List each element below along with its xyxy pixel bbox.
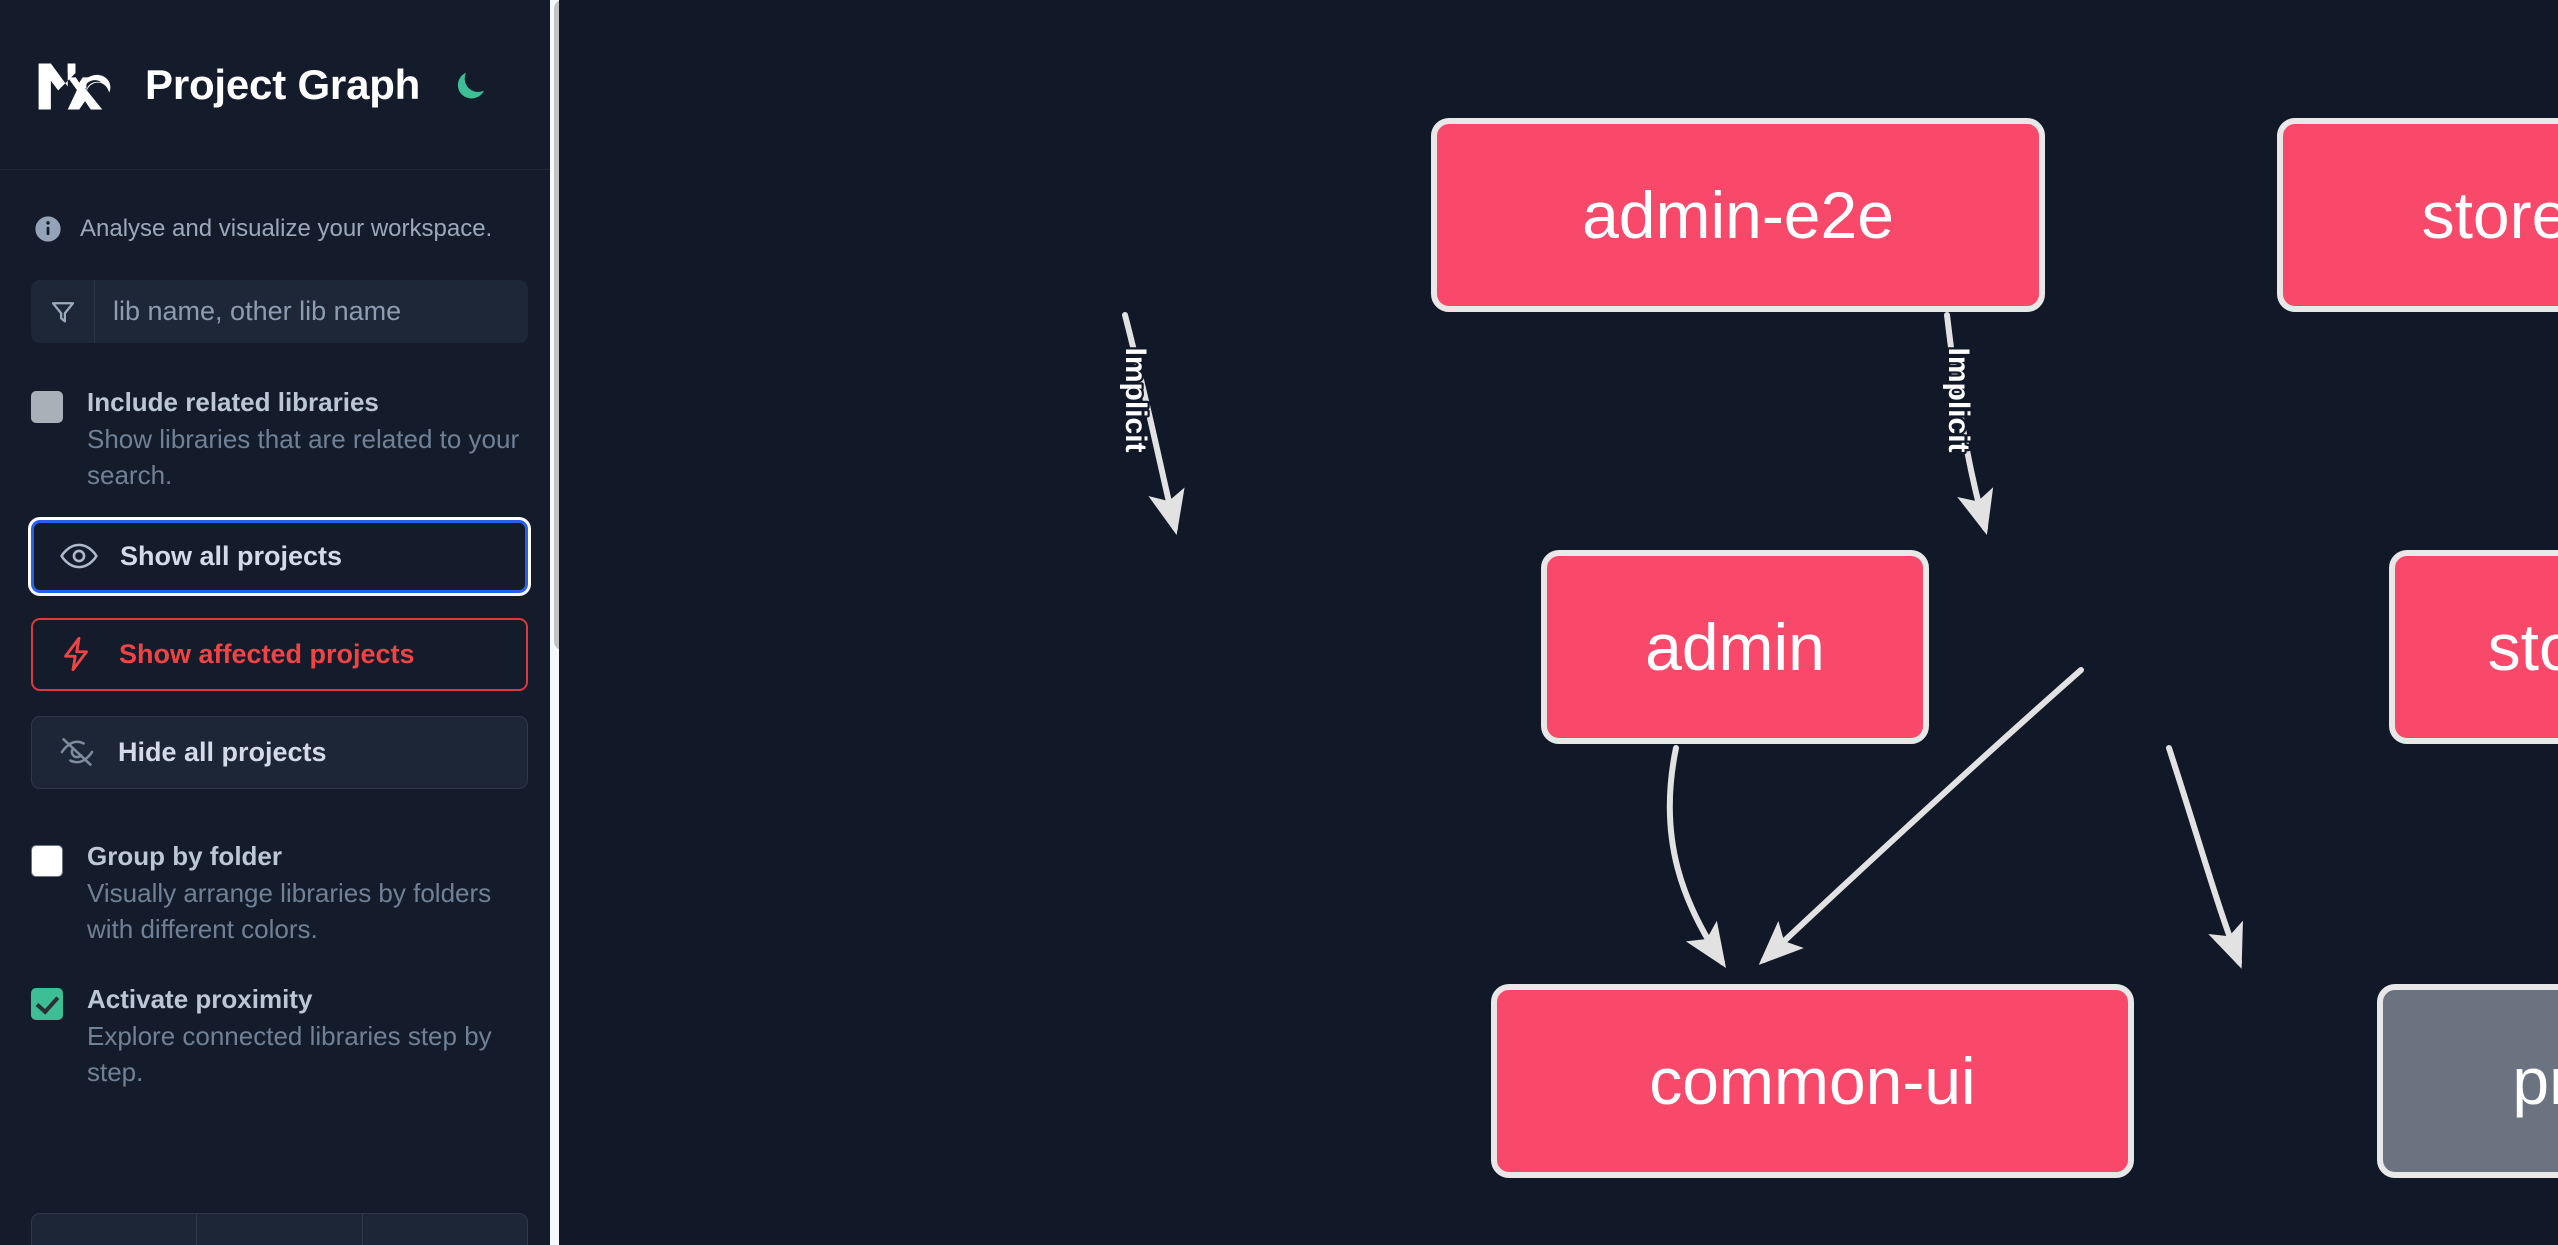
show-all-projects-label: Show all projects <box>120 540 343 571</box>
visibility-button-group: Show all projects Show affected projects <box>31 519 528 789</box>
activate-proximity-checkbox[interactable] <box>31 987 63 1020</box>
option-group-by-folder[interactable]: Group by folder Visually arrange librari… <box>31 831 528 948</box>
graph-node-label: admin <box>1645 610 1825 684</box>
show-all-projects-button[interactable]: Show all projects <box>31 519 528 593</box>
filter-funnel-icon <box>31 280 95 343</box>
edge-admin-to-common-ui <box>1666 745 1726 968</box>
show-affected-projects-button[interactable]: Show affected projects <box>31 617 528 691</box>
include-related-libraries-label: Include related libraries <box>87 387 379 417</box>
proximity-value <box>197 1214 363 1245</box>
eye-icon <box>60 537 98 575</box>
activate-proximity-label: Activate proximity <box>87 983 313 1014</box>
graph-canvas[interactable]: Implicit Implicit admin-e2e store-e2e ad… <box>559 0 2558 1245</box>
eye-off-icon <box>58 733 96 771</box>
graph-node-products[interactable]: products <box>2377 984 2558 1178</box>
include-related-libraries-checkbox[interactable] <box>31 391 63 423</box>
hide-all-projects-button[interactable]: Hide all projects <box>31 715 528 789</box>
lightning-bolt-icon <box>59 635 97 673</box>
group-by-folder-label: Group by folder <box>87 840 282 871</box>
page-title: Project Graph <box>145 60 421 108</box>
proximity-stepper-group[interactable] <box>31 1213 528 1245</box>
edge-admin-e2e-to-admin <box>1122 312 1185 536</box>
graph-node-label: store-e2e <box>2421 178 2558 252</box>
graph-node-store-e2e[interactable]: store-e2e <box>2277 118 2558 312</box>
edge-store-to-products <box>2166 745 2243 969</box>
sidebar-body: Include related libraries Show libraries… <box>0 254 559 1091</box>
graph-node-label: common-ui <box>1649 1044 1976 1118</box>
graph-node-label: products <box>2512 1044 2558 1118</box>
activate-proximity-description: Explore connected libraries step by step… <box>87 1020 492 1087</box>
option-include-related-libraries[interactable]: Include related libraries Show libraries… <box>31 377 528 494</box>
search-box[interactable] <box>31 280 528 343</box>
graph-node-common-ui[interactable]: common-ui <box>1491 984 2134 1178</box>
group-by-folder-checkbox[interactable] <box>31 844 63 877</box>
sidebar: Project Graph Analyse and visualize your… <box>0 0 559 1245</box>
edge-store-e2e-to-store <box>1944 312 1994 535</box>
workspace-info: Analyse and visualize your workspace. <box>0 170 559 254</box>
show-affected-projects-label: Show affected projects <box>119 638 415 669</box>
proximity-increase-button[interactable] <box>363 1214 527 1245</box>
sidebar-header: Project Graph <box>0 0 559 170</box>
graph-node-label: store <box>2487 610 2558 684</box>
graph-node-admin[interactable]: admin <box>1541 550 1929 744</box>
option-activate-proximity[interactable]: Activate proximity Explore connected lib… <box>31 974 528 1091</box>
sidebar-scrollbar-thumb[interactable] <box>554 0 559 650</box>
nx-logo-icon <box>34 54 126 116</box>
graph-edges-layer: Implicit Implicit <box>1117 312 2243 969</box>
search-input[interactable] <box>95 280 528 343</box>
graph-node-store[interactable]: store <box>2389 550 2558 744</box>
graph-node-admin-e2e[interactable]: admin-e2e <box>1431 118 2045 312</box>
graph-node-label: admin-e2e <box>1582 178 1894 252</box>
group-by-folder-description: Visually arrange libraries by folders wi… <box>87 877 492 944</box>
edge-label-implicit-store: Implicit <box>1942 347 1975 452</box>
workspace-info-text: Analyse and visualize your workspace. <box>80 215 493 242</box>
sidebar-scrollbar-track[interactable] <box>550 0 559 1245</box>
edge-store-to-common-ui <box>1758 667 2084 965</box>
hide-all-projects-label: Hide all projects <box>118 736 327 767</box>
edge-label-implicit-admin: Implicit <box>1119 347 1152 452</box>
moon-icon[interactable] <box>448 63 492 107</box>
include-related-libraries-description: Show libraries that are related to your … <box>87 424 520 490</box>
info-circle-icon <box>34 215 62 243</box>
proximity-decrease-button[interactable] <box>32 1214 198 1245</box>
